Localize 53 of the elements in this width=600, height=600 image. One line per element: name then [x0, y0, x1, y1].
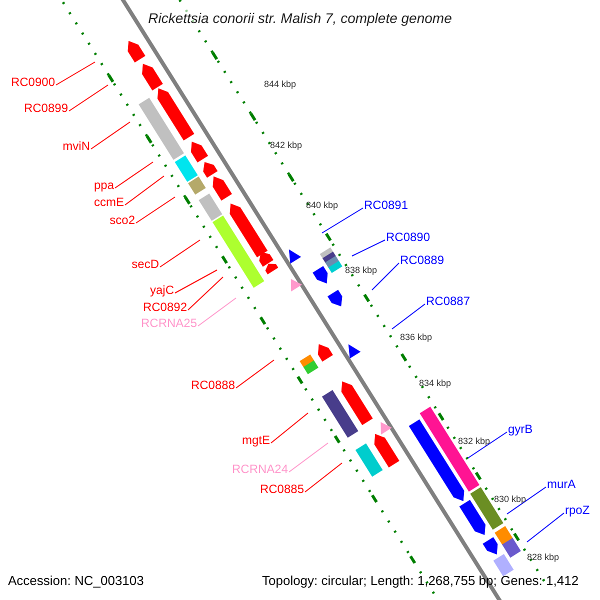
gene-label: mviN [62, 139, 90, 153]
leader-line [56, 62, 96, 86]
gene-label: RC0890 [386, 230, 430, 244]
gene-label: RCRNA25 [140, 316, 197, 330]
gene-label: RCRNA24 [232, 462, 288, 476]
gene-label: murA [547, 477, 576, 491]
leader-line [288, 442, 328, 472]
leader-line [468, 432, 508, 458]
gene-label: RC0892 [142, 300, 187, 314]
leader-line [124, 176, 164, 206]
leader-line [392, 304, 426, 330]
leader-line [506, 486, 546, 514]
leader-line [188, 276, 224, 310]
gene-label: gyrB [508, 422, 533, 436]
leader-line [136, 196, 176, 224]
leader-line [160, 240, 200, 268]
position-label: 832 kbp [458, 435, 490, 447]
leader-line [352, 240, 386, 256]
position-label: 830 kbp [494, 493, 526, 505]
position-label: 834 kbp [419, 377, 452, 389]
position-label: 840 kbp [306, 199, 338, 211]
position-label: 828 kbp [527, 551, 560, 563]
gene-label: mgtE [242, 433, 270, 447]
leader-line [304, 462, 342, 492]
footer-text: Accession: NC_003103 [8, 573, 144, 589]
gene-label: sco2 [110, 213, 135, 227]
gene-label: rpoZ [565, 503, 590, 517]
position-label: 836 kbp [400, 331, 432, 343]
leader-line [90, 122, 130, 150]
gene-label: RC0889 [400, 253, 444, 267]
leader-line [68, 84, 108, 112]
position-label: 838 kbp [345, 264, 378, 276]
gene-label: secD [132, 257, 159, 271]
leader-line [270, 412, 308, 444]
leader-line [236, 360, 274, 388]
position-label: 844 kbp [264, 78, 296, 90]
gene-label: RC0888 [190, 378, 235, 392]
gene-label: RC0899 [24, 101, 68, 115]
leader-line [372, 262, 400, 290]
footer-text: Topology: circular; Length: 1,268,755 bp; Genes: 1,412 [262, 573, 579, 589]
gene-label: ppa [94, 178, 114, 192]
leader-line [322, 208, 364, 234]
gene-label: RC0900 [10, 75, 55, 89]
leader-line [526, 512, 564, 542]
gene-label: RC0887 [426, 294, 470, 308]
position-label: 842 kbp [270, 139, 302, 151]
leader-line [198, 298, 236, 326]
leader-line [174, 270, 218, 294]
gene-label: RC0885 [260, 482, 304, 496]
gene-label: yajC [150, 283, 174, 297]
gene-label: RC0891 [364, 198, 408, 212]
leader-line [114, 162, 154, 188]
gene-label: ccmE [94, 195, 124, 209]
